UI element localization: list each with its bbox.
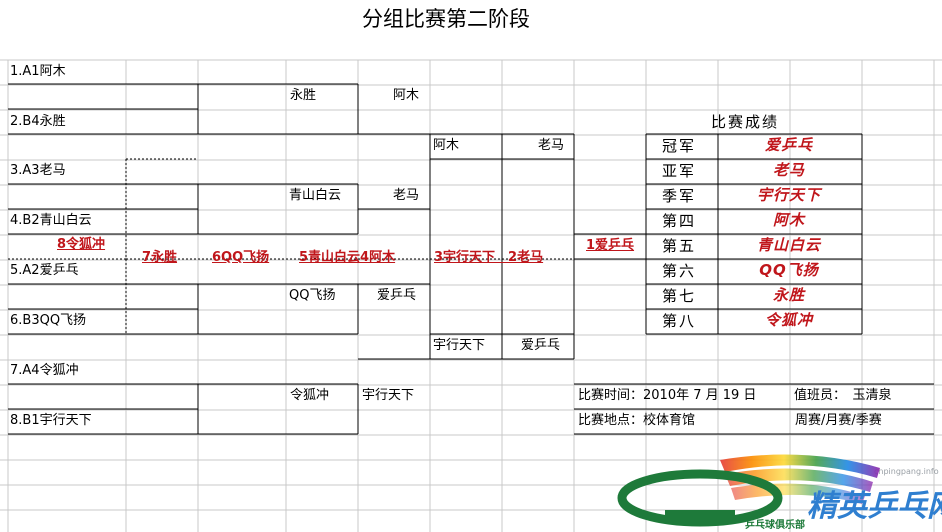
result-name: 令狐冲 — [764, 311, 813, 329]
result-name: 阿木 — [772, 211, 805, 229]
player-1: 1.A1阿木 — [10, 64, 66, 79]
result-rank: 冠军 — [662, 137, 697, 155]
placement-7: 7永胜 — [142, 250, 178, 265]
placement-8: 8令狐冲 — [57, 237, 106, 252]
info-duty: 值班员： 玉清泉 — [794, 388, 892, 403]
placement-5-4: 5青山白云4阿木 — [299, 250, 396, 265]
info-type: 周赛/月赛/季赛 — [795, 413, 882, 428]
r1-match4-loser: 宇行天下 — [362, 388, 415, 403]
r1-match2-loser: 老马 — [393, 188, 420, 203]
r2-top-b: 老马 — [538, 138, 565, 153]
player-4: 4.B2青山白云 — [10, 213, 92, 228]
logo-org: 乒乓球俱乐部 — [745, 520, 805, 531]
watermark-url: cnpingpang.info — [874, 467, 939, 476]
r1-match2-winner: 青山白云 — [289, 188, 342, 203]
placement-1: 1爱乒乓 — [586, 238, 635, 253]
result-rank: 第四 — [662, 212, 697, 230]
page-title: 分组比赛第二阶段 — [362, 7, 530, 31]
r1-match4-winner: 令狐冲 — [290, 388, 330, 403]
placement-3-2: 3宇行天下 2老马 — [434, 250, 544, 265]
r1-match3-loser: 爱乒乓 — [377, 288, 417, 303]
player-3: 3.A3老马 — [10, 163, 66, 178]
player-2: 2.B4永胜 — [10, 114, 66, 129]
result-rank: 亚军 — [662, 162, 697, 180]
result-name: 永胜 — [772, 286, 805, 304]
r1-match1-loser: 阿木 — [393, 88, 420, 103]
results-header: 比赛成绩 — [711, 113, 780, 131]
info-venue: 比赛地点：校体育馆 — [578, 413, 696, 428]
result-rank: 季军 — [662, 187, 697, 205]
logo-brand: 精英乒乓网 — [807, 489, 942, 524]
result-rank: 第六 — [662, 262, 697, 280]
r2-top-a: 阿木 — [433, 138, 460, 153]
result-name: 爱乒乓 — [764, 136, 813, 154]
info-time: 比赛时间：2010年 7 月 19 日 — [578, 388, 757, 403]
result-name: QQ飞扬 — [759, 261, 819, 279]
result-name: 宇行天下 — [756, 186, 821, 204]
r2-bottom-a: 宇行天下 — [433, 338, 486, 353]
player-7: 7.A4令狐冲 — [10, 363, 79, 378]
result-name: 青山白云 — [756, 236, 821, 254]
result-rank: 第八 — [662, 312, 697, 330]
player-8: 8.B1宇行天下 — [10, 413, 92, 428]
result-rank: 第七 — [662, 287, 697, 305]
r1-match3-winner: QQ飞扬 — [289, 288, 336, 303]
r1-match1-winner: 永胜 — [290, 88, 317, 103]
r2-bottom-b: 爱乒乓 — [521, 338, 561, 353]
club-logo-icon — [617, 454, 880, 527]
result-rank: 第五 — [662, 237, 697, 255]
result-name: 老马 — [772, 161, 805, 179]
player-5: 5.A2爱乒乓 — [10, 263, 79, 278]
player-6: 6.B3QQ飞扬 — [10, 313, 87, 328]
placement-6: 6QQ飞扬 — [212, 250, 270, 265]
